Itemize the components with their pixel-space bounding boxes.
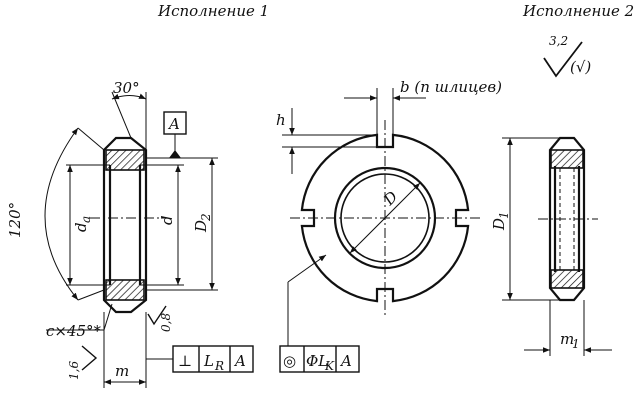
dim-d-a-sub: a	[79, 216, 93, 223]
dim-d: d	[158, 215, 176, 225]
hatch-top	[105, 149, 145, 171]
roughness-1-6: 1,6	[67, 361, 81, 380]
dim-chamfer: c×45°*	[46, 322, 102, 340]
tol2-value-sub: K	[324, 359, 335, 373]
tol1-value-sub: R	[214, 359, 224, 373]
section-view-version-2: D 1 m 1	[490, 136, 612, 356]
dim-m-1: m	[560, 330, 574, 348]
heading-version-1: Исполнение 1	[157, 2, 269, 20]
dim-angle-30: 30°	[113, 79, 140, 97]
dim-d-a: d	[72, 222, 90, 232]
front-view-slotted-nut: b (п шлицев) h D	[276, 78, 502, 315]
tol1-symbol: ⊥	[178, 352, 192, 370]
dim-D: D	[379, 188, 401, 210]
dim-b-slots: b (п шлицев)	[400, 78, 502, 96]
dim-D-1-sub: 1	[497, 211, 511, 219]
section-view-version-1: 30° 120° d a d D 2 A	[6, 79, 218, 388]
roughness-symbol: 3,2 (√)	[543, 34, 591, 78]
dim-D-2-sub: 2	[199, 213, 213, 222]
dim-D-1: D	[490, 218, 508, 231]
roughness-value: 3,2	[549, 34, 568, 48]
tolerance-frame-perpendicularity: ⊥ L R A	[146, 345, 254, 373]
hatch-bottom	[105, 279, 145, 301]
tol1-value: L	[203, 352, 214, 370]
dim-angle-120: 120°	[6, 202, 24, 238]
heading-version-2: Исполнение 2	[522, 2, 634, 20]
tol2-datum: A	[339, 352, 352, 370]
datum-A-label: A	[167, 115, 180, 133]
tol2-symbol: ◎	[283, 352, 296, 370]
tol2-value: ΦL	[306, 352, 328, 370]
dim-m: m	[115, 362, 129, 380]
dim-D-2: D	[192, 220, 210, 233]
roughness-suffix: (√)	[570, 58, 591, 76]
tolerance-frame-concentricity: ◎ ΦL K A	[279, 254, 360, 373]
dim-m-1-sub: 1	[572, 337, 580, 351]
tol1-datum: A	[233, 352, 246, 370]
dim-h: h	[276, 111, 286, 129]
roughness-0-8: 0,8	[159, 313, 173, 332]
